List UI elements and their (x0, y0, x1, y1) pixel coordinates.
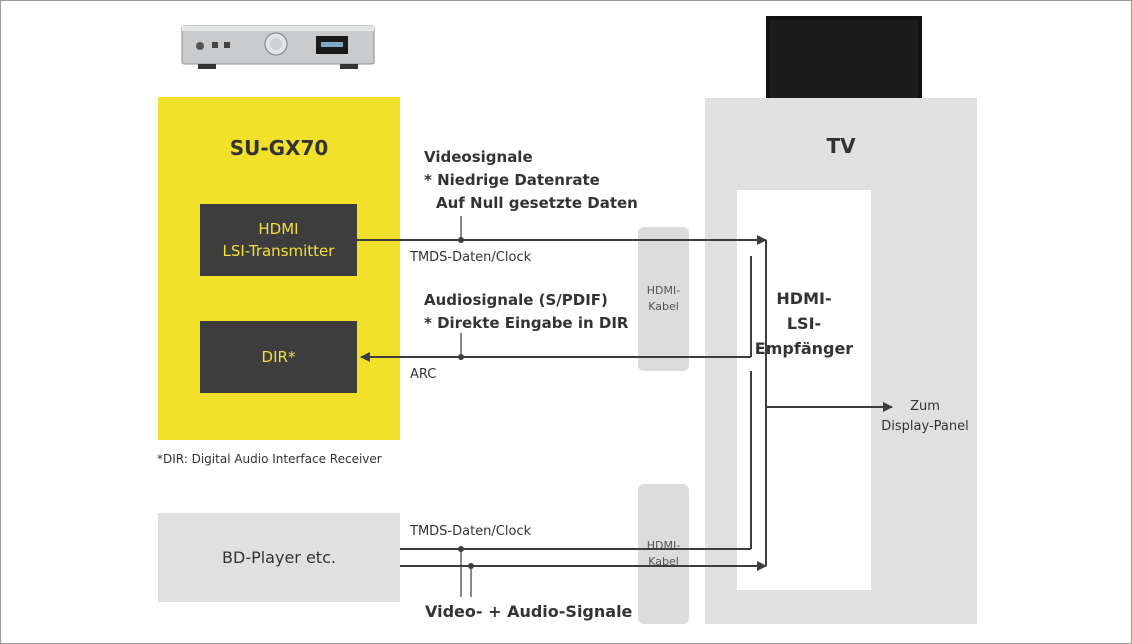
video-line-1: Videosignale (424, 148, 533, 166)
video-line-2: * Niedrige Datenrate (424, 171, 600, 189)
cable-bottom-line-2: Kabel (648, 555, 679, 568)
cable-top-line-1: HDMI- (646, 284, 681, 297)
amplifier-title: SU-GX70 (229, 136, 329, 160)
transmitter-line-2: LSI-Transmitter (222, 242, 335, 260)
bd-player-label: BD-Player etc. (222, 548, 336, 567)
tv-title: TV (826, 134, 856, 158)
audio-line-1: Audiosignale (S/PDIF) (424, 291, 608, 309)
tmds-bottom-label: TMDS-Daten/Clock (410, 524, 532, 539)
audio-signal-label: Audiosignale (S/PDIF) * Direkte Eingabe … (424, 289, 628, 335)
bd-player-block: BD-Player etc. (158, 513, 400, 602)
hdmi-cable-top: HDMI- Kabel (638, 227, 689, 371)
amplifier-device-image (181, 25, 375, 69)
bd-tap-dot-1 (458, 546, 464, 552)
output-line-1: Zum (910, 399, 940, 414)
video-signal-label: Videosignale * Niedrige Datenrate Auf Nu… (424, 146, 638, 215)
hdmi-receiver-box (737, 190, 871, 590)
dir-module: DIR* (200, 321, 357, 393)
tmds-top-label: TMDS-Daten/Clock (410, 250, 532, 265)
audio-tap-dot (458, 354, 464, 360)
transmitter-line-1: HDMI (258, 220, 299, 238)
arc-label: ARC (410, 367, 437, 382)
output-line-2: Display-Panel (881, 419, 969, 434)
hdmi-transmitter-module: HDMI LSI-Transmitter (200, 204, 357, 276)
display-output-label: Zum Display-Panel (872, 397, 978, 437)
hdmi-receiver-label: HDMI- LSI- Empfänger (737, 286, 871, 361)
audio-line-2: * Direkte Eingabe in DIR (424, 314, 629, 332)
video-tap-dot (458, 237, 464, 243)
av-signal-label: Video- + Audio-Signale (425, 602, 633, 621)
bd-tap-dot-2 (468, 563, 474, 569)
dir-label: DIR* (261, 348, 296, 366)
receiver-line-1: HDMI- (776, 289, 832, 308)
dir-footnote: *DIR: Digital Audio Interface Receiver (157, 452, 382, 466)
receiver-line-3: Empfänger (754, 339, 854, 358)
video-line-3: Auf Null gesetzte Daten (436, 194, 638, 212)
cable-top-line-2: Kabel (648, 300, 679, 313)
receiver-line-2: LSI- (786, 314, 822, 333)
